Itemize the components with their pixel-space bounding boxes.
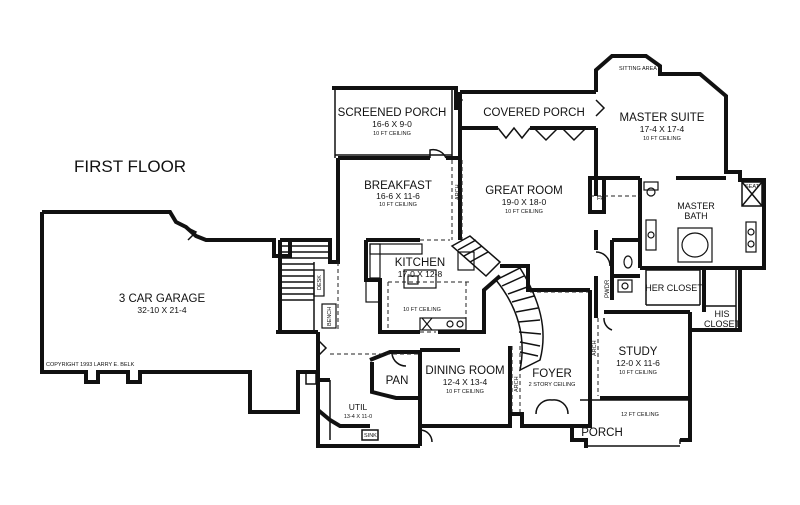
room-dims: 16-6 X 11-6 bbox=[376, 191, 420, 201]
room-name: UTIL bbox=[349, 402, 368, 412]
room-util: UTIL 13-4 X 11-0 bbox=[344, 402, 372, 420]
label-seat: SEAT bbox=[745, 184, 760, 190]
room-name: 3 CAR GARAGE bbox=[119, 293, 206, 305]
room-name: KITCHEN bbox=[395, 257, 445, 269]
label-desk: DESK bbox=[317, 275, 323, 290]
label-sink: SINK bbox=[364, 433, 377, 439]
label-arch-foyer: ARCH bbox=[514, 376, 520, 392]
room-master-suite: MASTER SUITE 17-4 X 17-4 10 FT CEILING bbox=[620, 112, 705, 142]
room-ceiling: 2 STORY CEILING bbox=[529, 382, 576, 388]
room-kitchen: KITCHEN 17-0 X 12-8 10 FT CEILING bbox=[395, 257, 445, 313]
room-his-closet: HIS CLOSET bbox=[704, 309, 741, 329]
room-name: GREAT ROOM bbox=[485, 185, 563, 197]
room-name: MASTER SUITE bbox=[620, 112, 705, 124]
plan-title: FIRST FLOOR bbox=[74, 157, 186, 176]
doors bbox=[185, 91, 613, 443]
label-arch-great-room: ARCH bbox=[455, 184, 461, 200]
room-garage: 3 CAR GARAGE 32-10 X 21-4 bbox=[119, 293, 206, 315]
room-dims: 17-4 X 17-4 bbox=[640, 124, 685, 134]
room-dims: 32-10 X 21-4 bbox=[137, 305, 186, 315]
room-study: STUDY 12-0 X 11-6 10 FT CEILING bbox=[616, 346, 660, 376]
room-name: PORCH bbox=[581, 427, 623, 439]
room-dining-room: DINING ROOM 12-4 X 13-4 10 FT CEILING bbox=[425, 365, 504, 395]
label-fp: FP bbox=[597, 196, 604, 202]
copyright-note: COPYRIGHT 1993 LARRY E. BELK bbox=[46, 362, 135, 368]
room-name: STUDY bbox=[619, 346, 658, 358]
room-great-room: GREAT ROOM 19-0 X 18-0 10 FT CEILING bbox=[485, 185, 563, 215]
room-ceiling: 10 FT CEILING bbox=[505, 209, 543, 215]
room-name-line2: BATH bbox=[684, 211, 707, 221]
room-name: SCREENED PORCH bbox=[338, 107, 447, 119]
room-her-closet: HER CLOSET bbox=[645, 283, 703, 293]
stairs bbox=[282, 235, 544, 372]
room-dims: 12-4 X 13-4 bbox=[443, 377, 488, 387]
room-ceiling: 12 FT CEILING bbox=[621, 412, 659, 418]
room-name: DINING ROOM bbox=[425, 365, 504, 377]
room-ceiling: 10 FT CEILING bbox=[379, 202, 417, 208]
fixtures bbox=[313, 181, 757, 331]
room-name: COVERED PORCH bbox=[483, 107, 585, 119]
room-ceiling: 10 FT CEILING bbox=[619, 370, 657, 376]
room-name: FOYER bbox=[532, 368, 572, 380]
room-ceiling: 10 FT CEILING bbox=[643, 136, 681, 142]
room-dims: 17-0 X 12-8 bbox=[398, 269, 443, 279]
room-screened-porch: SCREENED PORCH 16-6 X 9-0 10 FT CEILING bbox=[338, 107, 447, 137]
room-name: PAN bbox=[386, 375, 409, 387]
room-name: HER CLOSET bbox=[645, 283, 703, 293]
room-name: HIS bbox=[714, 309, 729, 319]
label-bench: BENCH bbox=[327, 307, 333, 326]
room-master-bath: MASTER BATH bbox=[677, 201, 715, 221]
room-ceiling: 10 FT CEILING bbox=[373, 131, 411, 137]
label-pwdr: PWDR bbox=[605, 279, 611, 298]
room-name: MASTER bbox=[677, 201, 715, 211]
room-dims: 19-0 X 18-0 bbox=[502, 197, 547, 207]
room-breakfast: BREAKFAST 16-6 X 11-6 10 FT CEILING bbox=[364, 180, 432, 208]
label-arch-study: ARCH bbox=[592, 340, 598, 356]
interior-walls bbox=[305, 178, 763, 441]
room-covered-porch: COVERED PORCH bbox=[483, 107, 585, 119]
room-dims: 13-4 X 11-0 bbox=[344, 414, 372, 420]
room-dims: 16-6 X 9-0 bbox=[372, 119, 412, 129]
room-name: BREAKFAST bbox=[364, 180, 432, 192]
room-name-line2: CLOSET bbox=[704, 319, 741, 329]
room-ceiling: 10 FT CEILING bbox=[446, 389, 484, 395]
room-dims: 12-0 X 11-6 bbox=[616, 358, 660, 368]
room-ceiling: 10 FT CEILING bbox=[403, 307, 441, 313]
room-porch: PORCH 12 FT CEILING bbox=[581, 412, 659, 439]
room-foyer: FOYER 2 STORY CEILING bbox=[529, 368, 576, 388]
room-pan: PAN bbox=[386, 375, 409, 387]
label-sitting-area: SITTING AREA bbox=[619, 66, 657, 72]
openings bbox=[330, 160, 640, 412]
